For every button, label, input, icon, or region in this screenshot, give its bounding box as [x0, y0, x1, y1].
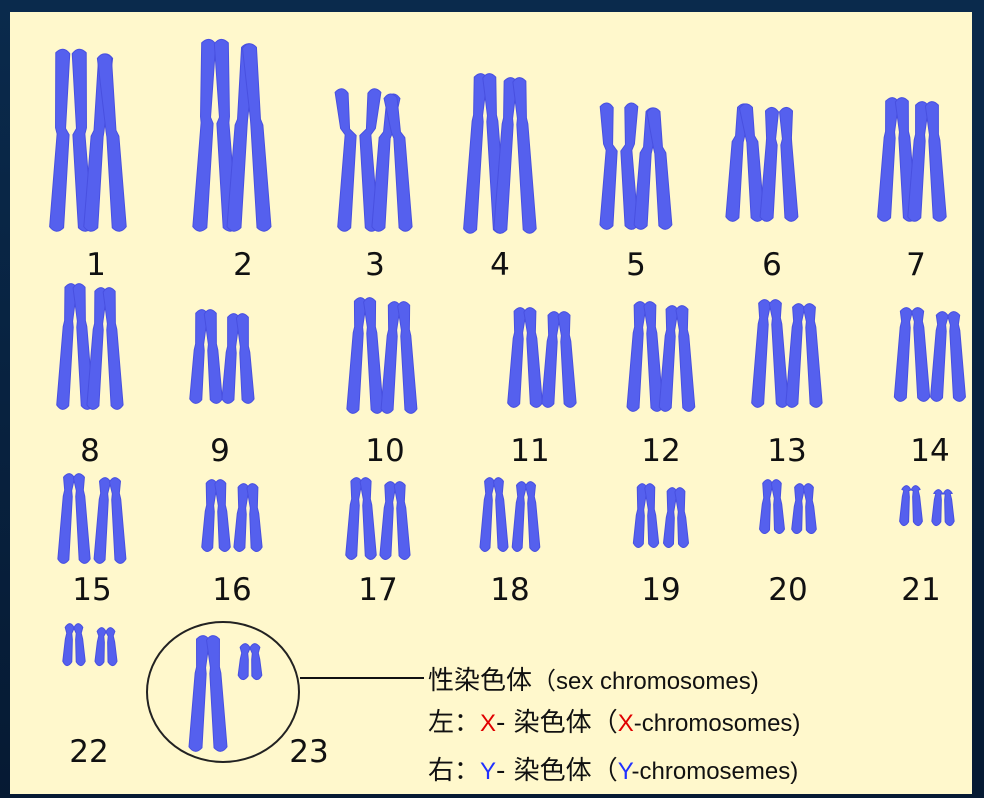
chromosome-20-b: [791, 483, 816, 534]
chromosome-11-a: [507, 307, 542, 408]
label-chromosome-6: 6: [762, 250, 782, 281]
label-chromosome-16: 16: [212, 575, 251, 606]
chromosome-10-b: [381, 301, 417, 414]
chromosome-13-a: [751, 299, 788, 408]
legend-y-chromosome: 右：Y- 染色体（Y-chromosemes): [428, 750, 798, 787]
chromosome-14-b: [930, 311, 965, 402]
legend-y-letter-2: Y: [618, 758, 632, 785]
chromosome-16-a: [201, 479, 230, 552]
label-chromosome-11: 11: [510, 436, 549, 467]
legend-x-letter: X: [480, 710, 496, 737]
chromosome-15-a: [58, 473, 91, 564]
legend-right-prefix: 右：: [428, 756, 480, 786]
legend-y-letter: Y: [480, 758, 496, 785]
chromosome-17-a: [345, 477, 376, 560]
chromosome-15-b: [94, 477, 126, 564]
label-chromosome-1: 1: [86, 250, 106, 281]
chromosome-1-b: [84, 53, 127, 232]
chromosome-y: [238, 643, 262, 680]
chromosome-19-b: [663, 487, 689, 548]
label-chromosome-3: 3: [365, 250, 385, 281]
label-chromosome-19: 19: [641, 575, 680, 606]
label-chromosome-15: 15: [72, 575, 111, 606]
legend-x-letter-2: X: [618, 710, 634, 737]
label-chromosome-13: 13: [767, 436, 806, 467]
chromosome-2-b: [227, 43, 272, 232]
chromosome-6-b: [758, 107, 800, 222]
chromosome-10-a: [347, 297, 384, 414]
chromosome-16-b: [234, 483, 263, 552]
legend-y-rest: -chromosemes): [632, 758, 799, 785]
chromosome-20-a: [759, 479, 784, 534]
chromosome-6-a: [726, 103, 765, 222]
chromosome-12-a: [627, 301, 663, 412]
label-chromosome-22: 22: [69, 737, 108, 768]
chromosome-9-a: [189, 309, 222, 404]
label-chromosome-21: 21: [901, 575, 940, 606]
chromosome-21-b: [932, 489, 955, 526]
label-chromosome-17: 17: [358, 575, 397, 606]
legend-left-prefix: 左：: [428, 708, 480, 738]
label-chromosome-12: 12: [641, 436, 680, 467]
label-chromosome-9: 9: [210, 436, 230, 467]
legend-x-open: （: [592, 708, 618, 738]
chromosome-14-a: [894, 307, 930, 402]
legend-x-rest: -chromosomes): [634, 710, 801, 737]
chromosome-22-a: [63, 623, 86, 666]
chromosome-11-b: [542, 311, 577, 408]
chromosome-21-a: [899, 485, 922, 526]
chromosome-12-b: [659, 305, 695, 412]
legend-x-mid: - 染色体: [496, 708, 592, 738]
chromosome-9-b: [222, 313, 255, 404]
chromosome-17-b: [380, 481, 411, 560]
label-chromosome-10: 10: [365, 436, 404, 467]
label-chromosome-7: 7: [906, 250, 926, 281]
label-chromosome-18: 18: [490, 575, 529, 606]
chromosome-5-b: [634, 107, 672, 230]
chromosome-18-a: [480, 477, 509, 552]
chromosome-7-b: [908, 101, 947, 222]
chromosome-x: [189, 635, 228, 752]
label-chromosome-20: 20: [768, 575, 807, 606]
chromosome-4-b: [494, 77, 537, 234]
legend-x-chromosome: 左：X- 染色体（X-chromosomes): [428, 702, 800, 739]
chromosome-19-a: [633, 483, 659, 548]
chromosome-22-b: [95, 627, 118, 666]
label-chromosome-23: 23: [289, 737, 328, 768]
legend-y-open: （: [592, 756, 618, 786]
label-chromosome-8: 8: [80, 436, 100, 467]
legend-title-en: （sex chromosomes): [532, 668, 759, 695]
legend-y-mid: - 染色体: [496, 756, 592, 786]
chromosome-13-b: [786, 303, 823, 408]
legend-title-zh: 性染色体: [428, 666, 532, 696]
label-chromosome-2: 2: [233, 250, 253, 281]
legend-sex-chromosomes: 性染色体（sex chromosomes): [428, 660, 759, 697]
label-chromosome-4: 4: [490, 250, 510, 281]
chromosome-18-b: [512, 481, 540, 552]
label-chromosome-14: 14: [910, 436, 949, 467]
label-chromosome-5: 5: [626, 250, 646, 281]
karyotype-panel: 1 2 3 4 5 6 7 8 9 10 11 12 13 14 15 16 1…: [10, 12, 972, 794]
chromosome-8-b: [87, 287, 124, 410]
